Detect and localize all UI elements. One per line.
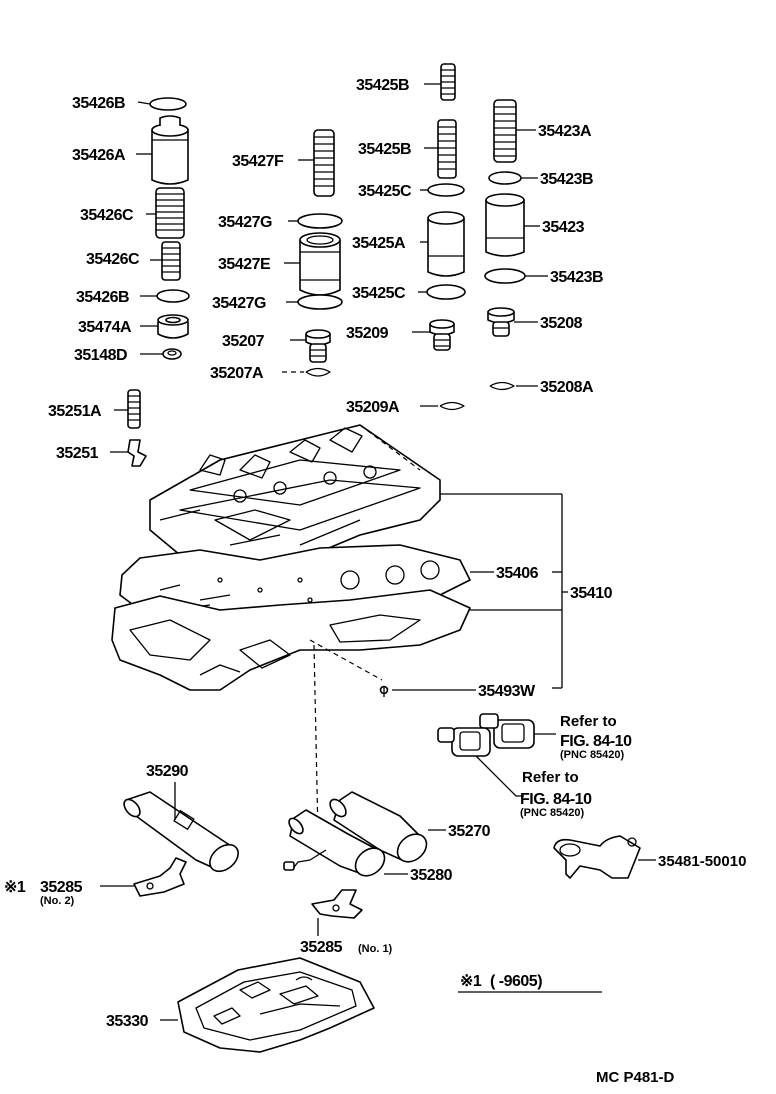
label-35406: 35406 xyxy=(496,565,539,582)
label-35251A: 35251A xyxy=(48,403,102,420)
part-35426C-top: 35426C xyxy=(80,187,185,239)
part-35426C-bot: 35426C xyxy=(86,241,181,281)
part-35427E: 35427E xyxy=(218,232,341,296)
label-35427G-bot: 35427G xyxy=(212,295,266,312)
part-35423: 35423 xyxy=(485,193,585,257)
part-35481-50010: 35481-50010 xyxy=(553,835,746,879)
label-35425A: 35425A xyxy=(352,235,406,252)
label-35209A: 35209A xyxy=(346,399,400,416)
part-35427G-top: 35427G xyxy=(218,213,343,231)
ref1-line1: Refer to xyxy=(560,713,617,730)
label-35209: 35209 xyxy=(346,325,389,342)
label-35474A: 35474A xyxy=(78,319,132,336)
part-35423B-bot: 35423B xyxy=(484,268,604,286)
part-35251: 35251 xyxy=(56,439,147,467)
label-35280: 35280 xyxy=(410,867,453,884)
part-35290: 35290 xyxy=(123,763,239,873)
part-35426A: 35426A xyxy=(72,115,189,185)
note-no2: (No. 2) xyxy=(40,895,75,907)
label-35426B-bot: 35426B xyxy=(76,289,129,306)
figure-code: MC P481-D xyxy=(596,1069,675,1086)
label-35207: 35207 xyxy=(222,333,265,350)
label-35481-50010: 35481-50010 xyxy=(658,853,746,870)
part-35425A: 35425A xyxy=(352,211,465,277)
part-35285-no2: ※1 35285 (No. 2) xyxy=(4,857,187,907)
label-35208A: 35208A xyxy=(540,379,594,396)
label-35270: 35270 xyxy=(448,823,491,840)
label-35425C-bot: 35425C xyxy=(352,285,406,302)
part-35209A: 35209A xyxy=(346,399,465,416)
part-35425B-top: 35425B xyxy=(356,63,456,101)
label-35425B-top: 35425B xyxy=(356,77,409,94)
ref2-line1: Refer to xyxy=(522,769,579,786)
part-35426B-top: 35426B xyxy=(72,95,187,112)
label-35423A: 35423A xyxy=(538,123,592,140)
part-35280: 35280 xyxy=(283,809,453,884)
part-35426B-bot: 35426B xyxy=(76,289,190,306)
part-35251A: 35251A xyxy=(48,389,141,429)
label-35426B-top: 35426B xyxy=(72,95,125,112)
label-35285-no1: 35285 xyxy=(300,939,343,956)
footnote-mark: ※1 xyxy=(460,973,482,990)
part-35208A: 35208A xyxy=(489,379,594,396)
solenoid-ref-lower: Refer to FIG. 84-10 (PNC 85420) xyxy=(437,727,593,819)
part-35427G-bot: 35427G xyxy=(212,294,343,312)
label-35427E: 35427E xyxy=(218,256,271,273)
label-35427G-top: 35427G xyxy=(218,214,272,231)
dashed-guide-solenoid xyxy=(313,644,319,836)
label-35423B-top: 35423B xyxy=(540,171,593,188)
part-35207: 35207 xyxy=(222,329,331,363)
label-35493W: 35493W xyxy=(478,683,536,700)
part-lower-valve-body xyxy=(111,589,471,691)
part-35207A: 35207A xyxy=(210,365,331,382)
part-35425C-bot: 35425C xyxy=(352,284,466,302)
label-35425C-top: 35425C xyxy=(358,183,412,200)
ref1-pnc: (PNC 85420) xyxy=(560,749,625,761)
solenoid-ref-upper: Refer to FIG. 84-10 (PNC 85420) xyxy=(479,713,633,761)
label-35330: 35330 xyxy=(106,1013,149,1030)
label-35426C-top: 35426C xyxy=(80,207,134,224)
label-35410: 35410 xyxy=(570,585,613,602)
label-35426C-bot: 35426C xyxy=(86,251,140,268)
part-35425C-top: 35425C xyxy=(358,183,465,200)
part-35330: 35330 xyxy=(106,957,375,1053)
part-35208: 35208 xyxy=(487,307,583,337)
label-35425B-mid: 35425B xyxy=(358,141,411,158)
leaders-35406-35410: 35406 35410 xyxy=(440,493,613,689)
part-35423A: 35423A xyxy=(493,99,592,163)
label-35251: 35251 xyxy=(56,445,99,462)
footnote-text: ( -9605) xyxy=(490,973,542,990)
part-35493W: 35493W xyxy=(309,639,536,700)
part-35285-no1: 35285 (No. 1) xyxy=(300,889,393,956)
label-35427F: 35427F xyxy=(232,153,284,170)
label-35290: 35290 xyxy=(146,763,189,780)
part-35474A: 35474A xyxy=(78,314,189,339)
part-35427F: 35427F xyxy=(232,129,335,197)
part-35148D: 35148D xyxy=(74,347,182,364)
label-35423: 35423 xyxy=(542,219,585,236)
label-35207A: 35207A xyxy=(210,365,264,382)
label-35208: 35208 xyxy=(540,315,583,332)
part-35209: 35209 xyxy=(346,319,455,351)
ref2-line2: FIG. 84-10 xyxy=(520,791,592,808)
footnote-1: ※1 ( -9605) xyxy=(458,973,602,993)
label-35426A: 35426A xyxy=(72,147,126,164)
ref2-pnc: (PNC 85420) xyxy=(520,807,585,819)
ref1-line2: FIG. 84-10 xyxy=(560,733,632,750)
mark-35285-no2: ※1 xyxy=(4,879,26,896)
part-35423B-top: 35423B xyxy=(488,171,594,188)
note-no1: (No. 1) xyxy=(358,943,393,955)
label-35148D: 35148D xyxy=(74,347,127,364)
label-35285-no2: 35285 xyxy=(40,879,83,896)
part-35270: 35270 xyxy=(329,791,491,863)
part-35425B-mid: 35425B xyxy=(358,119,457,179)
label-35423B-bot: 35423B xyxy=(550,269,603,286)
